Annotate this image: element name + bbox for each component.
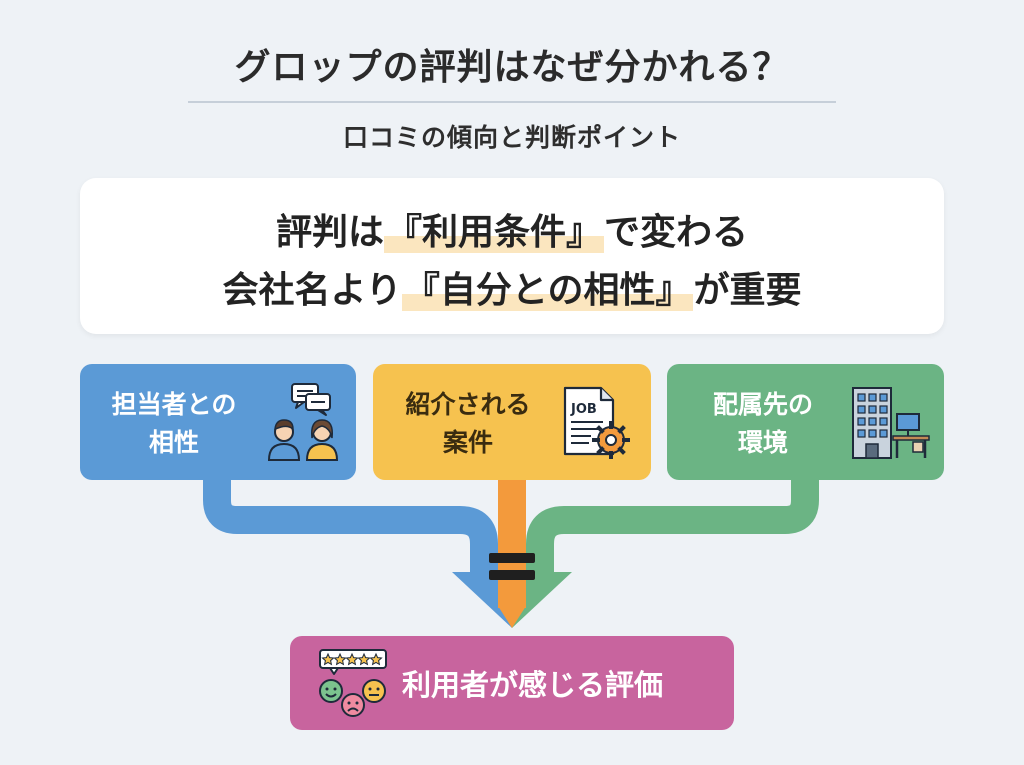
consultation-people-icon [267,383,339,461]
factor-jobs-label-line-1: 紹介される [405,390,531,419]
arrowhead-left [452,572,512,628]
page-subtitle: 口コミの傾向と判断ポイント [342,123,681,152]
page-title: グロップの評判はなぜ分かれる？ [234,47,790,88]
factor-staff-label: 担当者との 相性 [94,386,254,462]
factor-workplace-label-line-2: 環境 [737,428,788,457]
key-message-line-2-highlight: 『自分との相性』 [401,270,694,311]
key-message-line-1-prefix: 評判は [275,212,384,253]
result-user-evaluation: 利用者が感じる評価 [290,636,734,730]
factor-workplace-label: 配属先の 環境 [683,386,843,462]
key-message-line-1-suffix: で変わる [604,212,749,253]
key-message-line-1: 評判は『利用条件』で変わる [80,203,944,255]
factor-staff-label-line-2: 相性 [148,428,199,457]
equals-bar-top [489,553,535,563]
job-document-gear-icon: JOB [563,386,630,459]
factor-jobs-label-line-2: 案件 [442,428,493,457]
factor-staff-compatibility: 担当者との 相性 [80,364,356,480]
key-message-line-2: 会社名より『自分との相性』が重要 [80,261,944,313]
key-message-card: 評判は『利用条件』で変わる 会社名より『自分との相性』が重要 [80,178,944,334]
key-message-line-1-highlight: 『利用条件』 [383,212,604,253]
equals-bar-bottom [489,570,535,580]
key-message-line-2-prefix: 会社名より [222,270,402,311]
arrow-from-workplace [526,478,819,572]
key-message-line-2-suffix: が重要 [693,270,802,311]
factor-jobs-label: 紹介される 案件 [387,386,549,462]
arrowhead-center-tip [498,606,526,628]
job-icon-text: JOB [570,402,597,417]
office-building-desk-icon [852,387,930,459]
arrow-from-staff [203,478,498,572]
result-label: 利用者が感じる評価 [402,668,664,702]
star-rating-faces-icon [319,649,387,717]
arrowhead-right [512,572,572,628]
factor-workplace-environment: 配属先の 環境 [667,364,944,480]
factor-introduced-jobs: 紹介される 案件 JOB [373,364,651,480]
factor-workplace-label-line-1: 配属先の [712,390,813,419]
factor-staff-label-line-1: 担当者との [111,390,237,419]
title-divider [188,101,836,103]
